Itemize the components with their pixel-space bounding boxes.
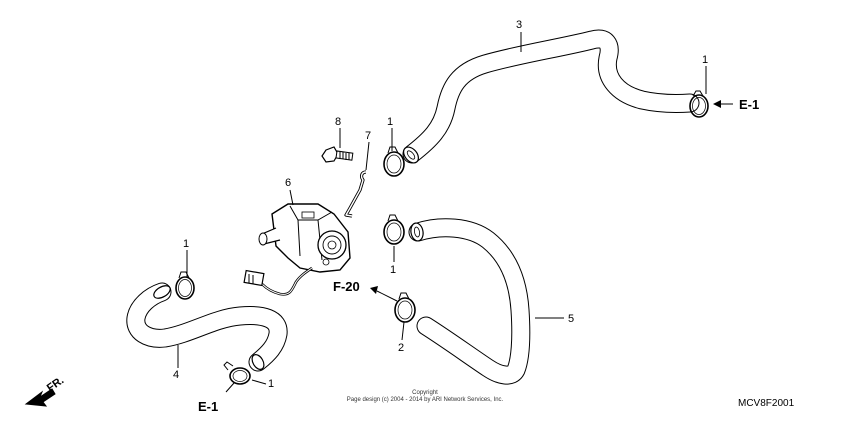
clamp-left[interactable]	[175, 271, 195, 300]
callout-6: 6	[285, 177, 291, 189]
air-injection-valve-6[interactable]	[243, 203, 351, 296]
ref-e1-right[interactable]: E-1	[739, 97, 759, 112]
callout-4: 4	[173, 369, 179, 381]
ref-e1-bottom[interactable]: E-1	[198, 399, 218, 414]
stay-7[interactable]	[344, 170, 367, 218]
clamp-bottom[interactable]	[223, 361, 251, 385]
callout-1-middle: 1	[390, 264, 396, 276]
callout-7: 7	[365, 130, 371, 142]
clamp-top-middle[interactable]	[383, 146, 405, 177]
hose-4[interactable]	[126, 282, 288, 372]
callout-5: 5	[568, 313, 574, 325]
callout-8: 8	[335, 116, 341, 128]
callout-1-top-right: 1	[702, 54, 708, 66]
diagram-code: MCV8F2001	[738, 398, 795, 409]
callout-3: 3	[516, 19, 522, 31]
copyright-line-2: Page design (c) 2004 - 2014 by ARI Netwo…	[347, 397, 504, 403]
copyright-line-1: Copyright	[412, 390, 438, 396]
clamp-top-right[interactable]	[689, 90, 709, 118]
callout-1-left: 1	[183, 238, 189, 250]
bolt-8[interactable]	[321, 146, 354, 163]
callout-1-top-middle: 1	[387, 116, 393, 128]
hose-5[interactable]	[408, 218, 531, 385]
ref-f20[interactable]: F-20	[333, 279, 360, 294]
clamp-middle[interactable]	[383, 214, 405, 245]
callout-2: 2	[398, 342, 404, 354]
callout-1-bottom: 1	[268, 378, 274, 390]
clamp-2[interactable]	[394, 292, 416, 323]
front-arrow-icon	[24, 388, 56, 407]
front-direction-indicator: FR.	[24, 374, 66, 407]
hose-3[interactable]	[401, 29, 700, 166]
leader-lines	[177, 32, 733, 393]
